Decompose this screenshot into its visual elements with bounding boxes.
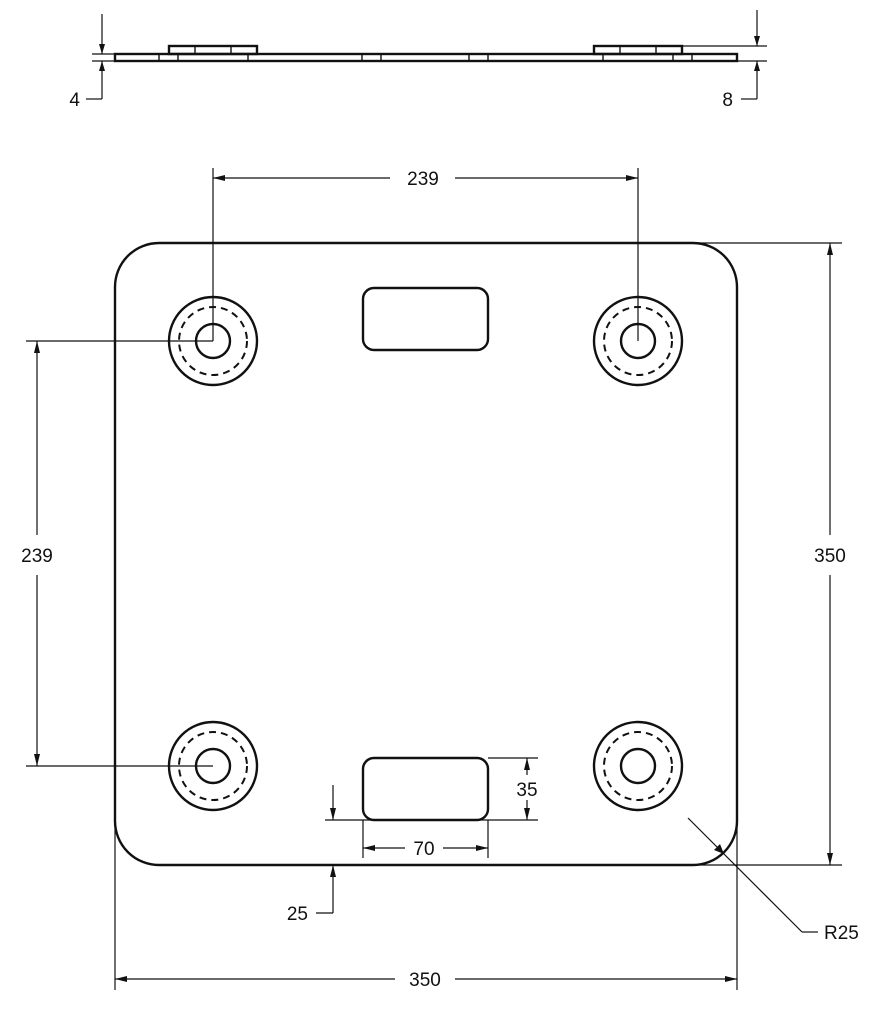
side-pad-right [592,44,684,56]
dim-label-plate-width: 350 [409,970,441,991]
dim-corner-radius: R25 [687,817,859,944]
dim-label-plate-height: 350 [814,546,846,567]
dim-plate-width: 350 [114,820,738,991]
top-view: 239 239 350 [21,168,859,991]
side-pad-left [167,44,259,56]
dim-plate-thickness: 4 [69,14,115,111]
dim-label-hole-spacing-vertical: 239 [21,546,53,567]
dim-label-slot-height: 35 [516,780,537,801]
side-view: 4 8 [69,10,767,111]
dim-label-slot-offset: 25 [287,904,308,925]
dim-label-hole-spacing-horizontal: 239 [407,169,439,190]
slot-top [361,286,490,352]
dim-pad-thickness: 8 [682,10,767,111]
hole-bottom-right [592,720,684,812]
dim-slot-height: 35 [325,757,538,821]
dim-hole-spacing-vertical: 239 [21,340,213,767]
dim-slot-width: 70 [362,820,489,860]
dim-hole-spacing-horizontal: 239 [212,168,639,341]
dim-label-pad-thickness: 8 [722,90,733,111]
dim-label-slot-width: 70 [413,839,434,860]
dim-slot-offset: 25 [287,785,336,925]
side-plate [113,52,739,63]
dim-label-plate-thickness: 4 [69,90,80,111]
slot-bottom [361,756,490,822]
dim-label-corner-radius: R25 [824,923,859,944]
dim-plate-height: 350 [695,242,846,866]
plate-outline [113,241,739,867]
